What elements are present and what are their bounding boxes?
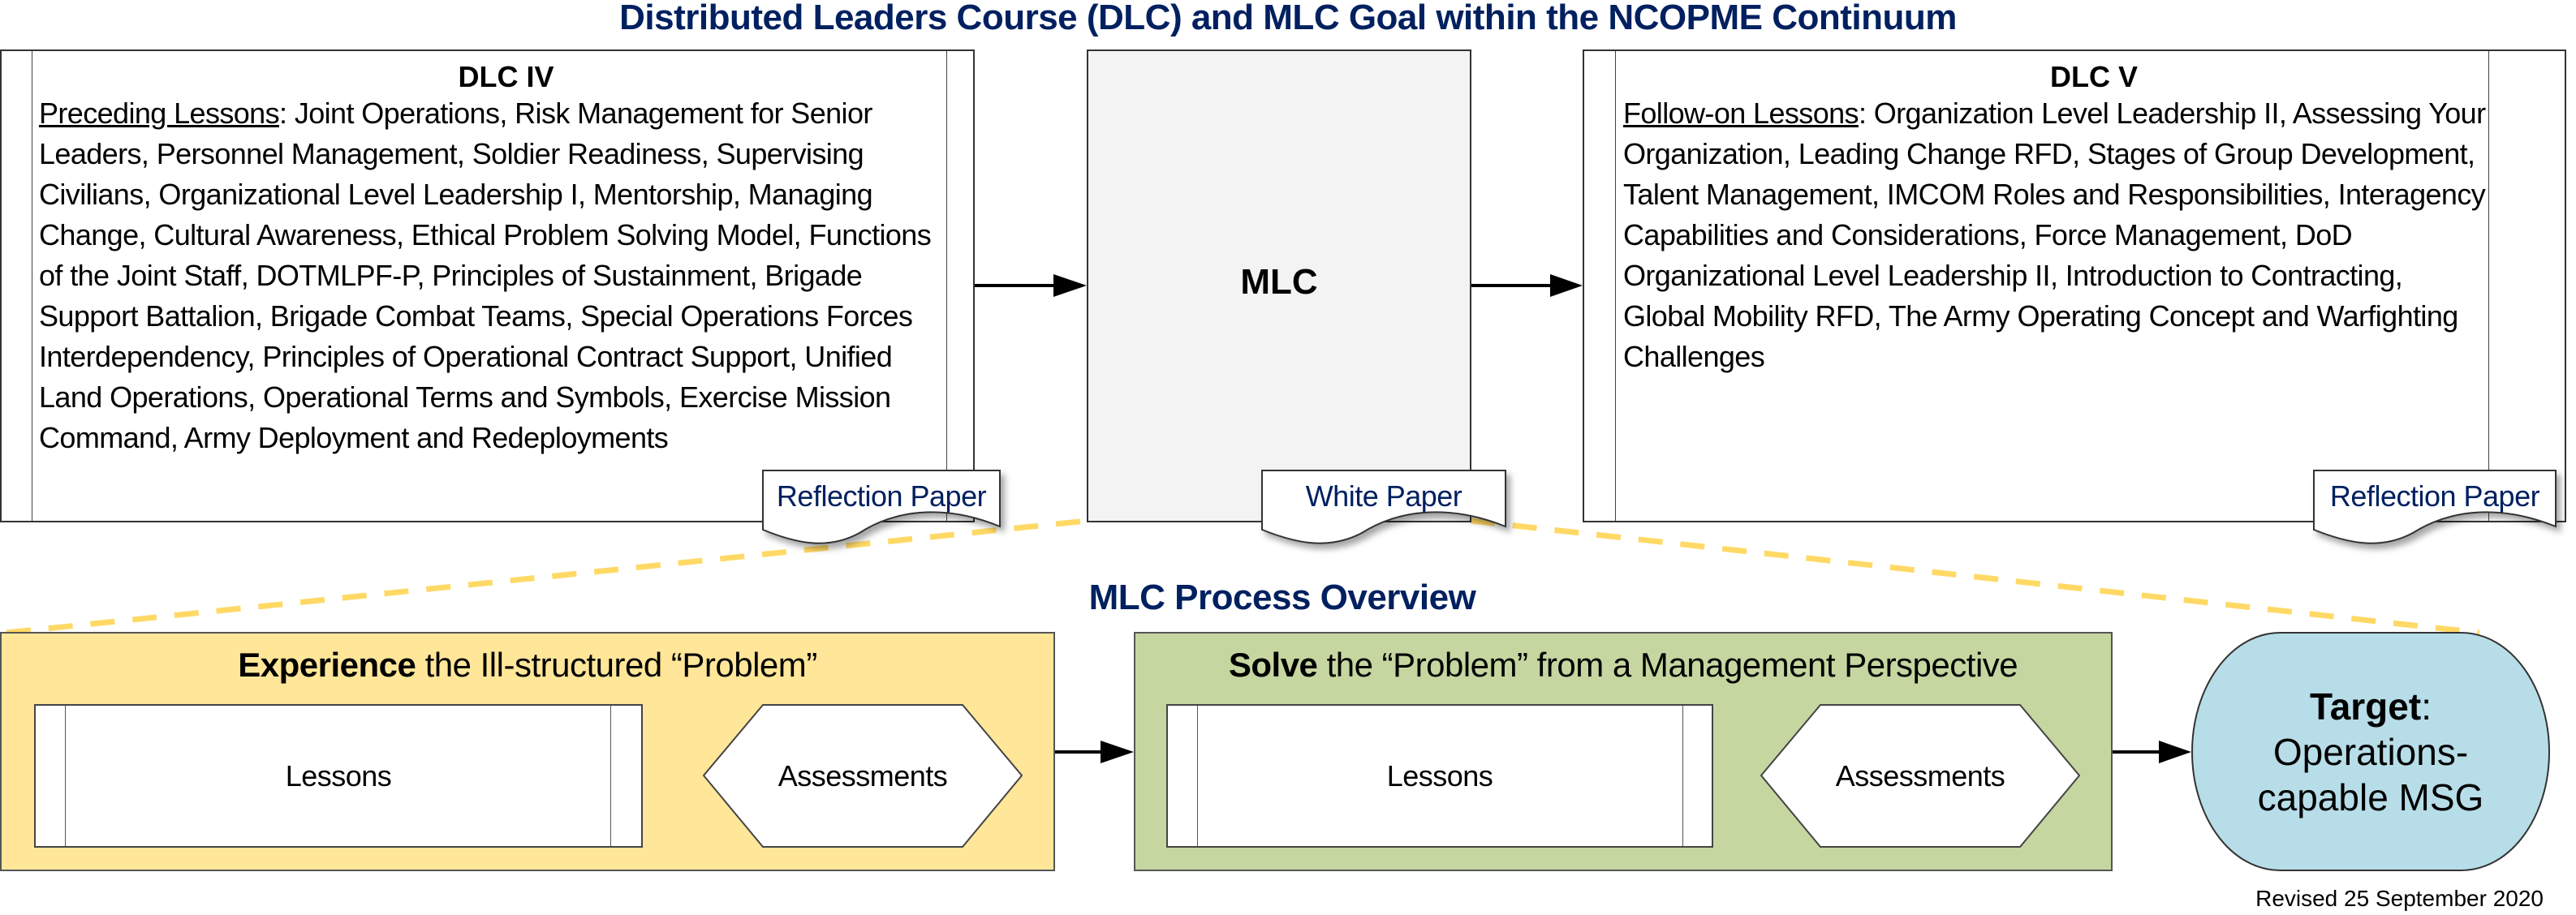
process-bar-left	[1615, 51, 1616, 521]
target-bold: Target	[2310, 685, 2422, 728]
assessments-label: Assessments	[1835, 758, 2005, 793]
document-icon	[1261, 470, 1506, 544]
process-bar-right	[2488, 51, 2489, 521]
process-bar-left	[65, 706, 66, 846]
phase-experience-lessons: Lessons	[34, 704, 643, 848]
dlc-v-reflection-paper: Reflection Paper	[2313, 470, 2557, 544]
white-paper-label: White Paper	[1305, 479, 1462, 513]
target-terminator: Target: Operations- capable MSG	[2191, 632, 2550, 871]
dlc-iv-lead: Preceding Lessons	[39, 97, 280, 130]
dlc-v-box: DLC V Follow-on Lessons: Organization Le…	[1583, 49, 2566, 522]
phase-title-bold: Solve	[1228, 646, 1318, 684]
process-overview-title: MLC Process Overview	[1088, 578, 1476, 617]
phase-experience-assessments: Assessments	[703, 704, 1023, 848]
lessons-label: Lessons	[285, 758, 392, 793]
diagram-title: Distributed Leaders Course (DLC) and MLC…	[619, 0, 1957, 37]
hexagon-icon	[703, 704, 1023, 848]
mlc-label: MLC	[1240, 261, 1318, 302]
dlc-iv-lessons-text: Preceding Lessons: Joint Operations, Ris…	[39, 97, 932, 454]
process-bar-right	[1682, 706, 1683, 846]
dlc-v-lead: Follow-on Lessons	[1623, 97, 1859, 130]
dlc-v-heading: DLC V	[2050, 60, 2138, 93]
arrowhead-icon	[1101, 741, 1134, 763]
revised-date: Revised 25 September 2020	[2255, 886, 2544, 911]
phase-title-rest: the “Problem” from a Management Perspect…	[1317, 646, 2018, 684]
terminator-shape	[2191, 632, 2550, 871]
phase-experience-title: Experience the Ill-structured “Problem”	[2, 645, 1053, 685]
arrowhead-icon	[1550, 274, 1583, 297]
dlc-iv-heading: DLC IV	[458, 60, 554, 93]
process-bar-right	[946, 51, 947, 521]
phase-experience: Experience the Ill-structured “Problem” …	[0, 632, 1055, 871]
arrowhead-icon	[2159, 741, 2191, 763]
hexagon-icon	[1760, 704, 2080, 848]
document-icon	[2313, 470, 2557, 544]
dlc-iv-box: DLC IV Preceding Lessons: Joint Operatio…	[0, 49, 975, 522]
mlc-white-paper: White Paper	[1261, 470, 1506, 544]
reflection-paper-label: Reflection Paper	[776, 479, 987, 513]
arrowhead-icon	[1053, 274, 1087, 297]
lessons-label: Lessons	[1386, 758, 1493, 793]
target-label: Target: Operations- capable MSG	[2216, 632, 2526, 871]
dlc-iv-lessons: Joint Operations, Risk Management for Se…	[39, 97, 932, 454]
assessments-label: Assessments	[778, 758, 948, 793]
zoom-dash-right	[1470, 518, 2480, 636]
phase-solve-lessons: Lessons	[1166, 704, 1713, 848]
phase-solve-assessments: Assessments	[1760, 704, 2080, 848]
phase-solve: Solve the “Problem” from a Management Pe…	[1134, 632, 2113, 871]
dlc-iv-reflection-paper: Reflection Paper	[762, 470, 1001, 544]
dlc-v-lessons: Organization Level Leadership II, Assess…	[1623, 97, 2486, 373]
target-rest: : Operations-	[2272, 685, 2469, 773]
document-icon	[762, 470, 1001, 544]
target-line2: capable MSG	[2257, 775, 2484, 818]
dlc-v-lessons-text: Follow-on Lessons: Organization Level Le…	[1623, 97, 2486, 373]
process-bar-right	[610, 706, 611, 846]
phase-solve-title: Solve the “Problem” from a Management Pe…	[1135, 645, 2111, 685]
reflection-paper-label: Reflection Paper	[2329, 479, 2540, 513]
zoom-dash-left	[6, 518, 1088, 636]
phase-title-rest: the Ill-structured “Problem”	[416, 646, 818, 684]
process-bar-left	[1197, 706, 1198, 846]
phase-title-bold: Experience	[238, 646, 416, 684]
